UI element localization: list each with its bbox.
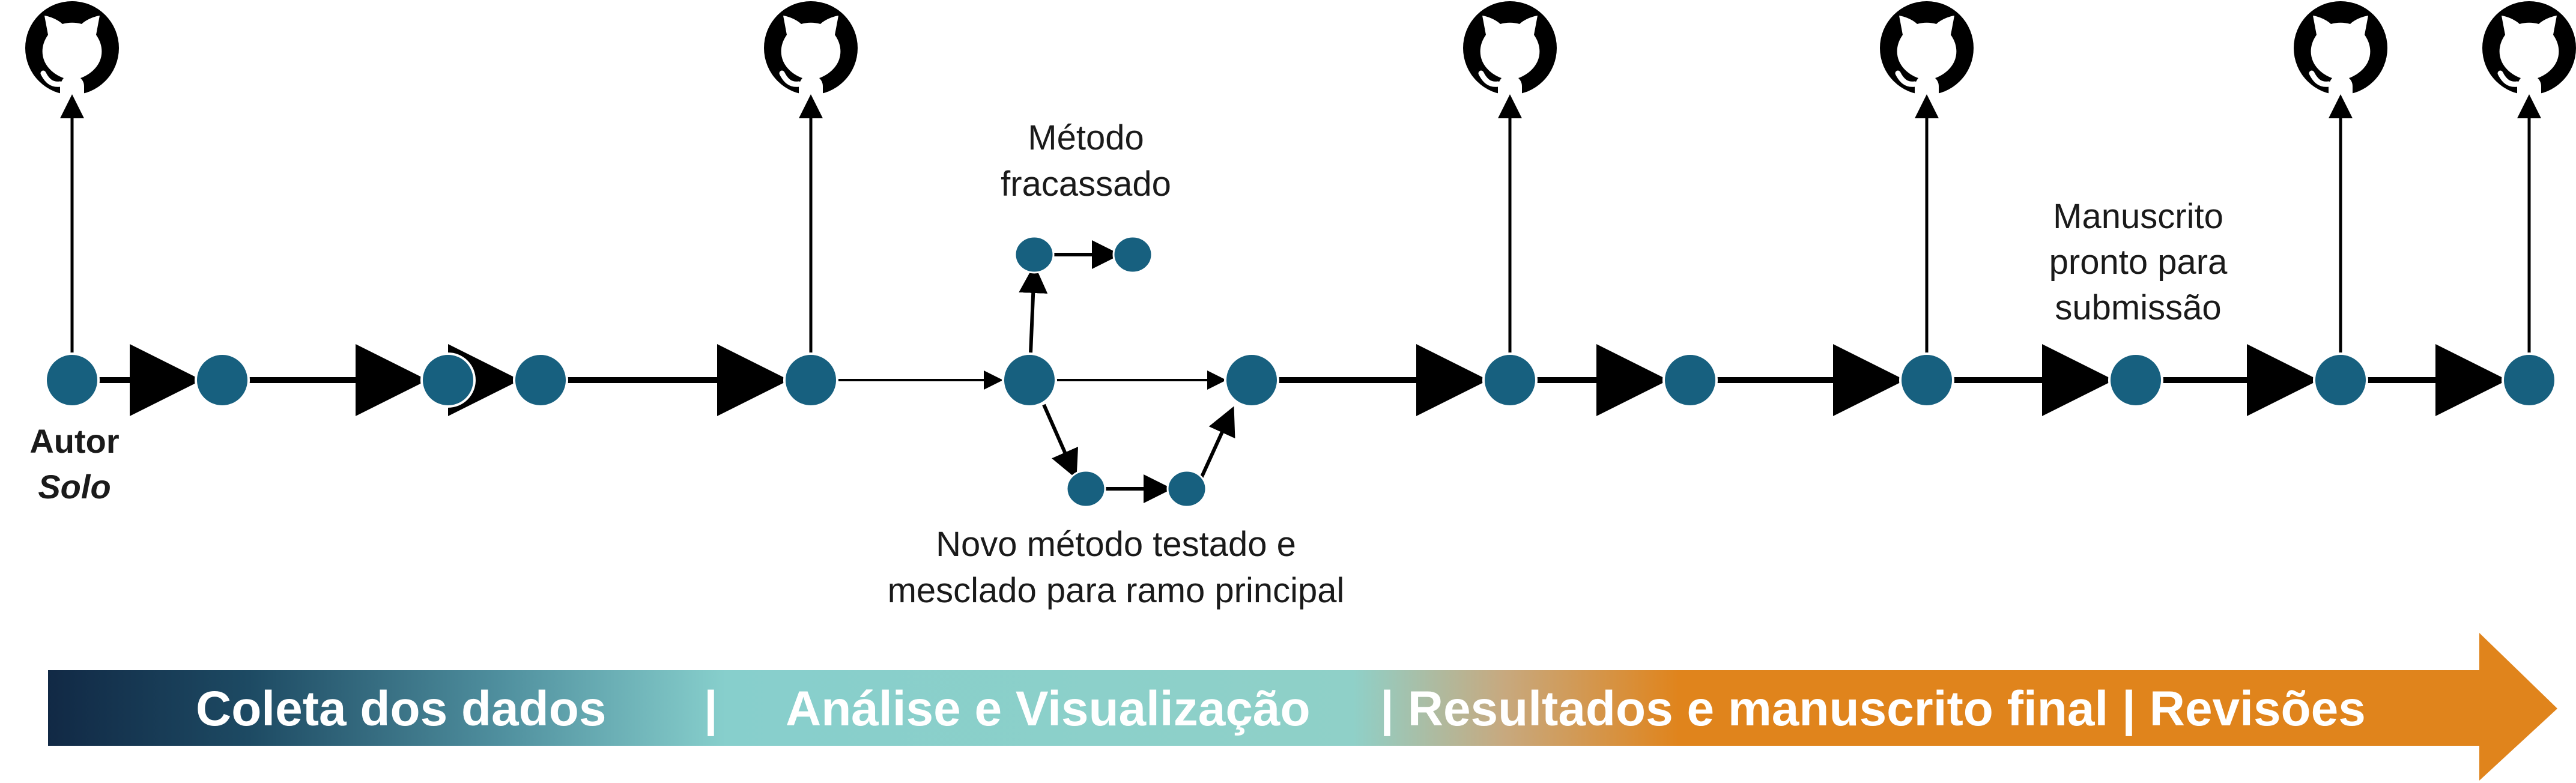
manuscript-label: pronto para xyxy=(2049,243,2228,282)
feature-branch-arrow xyxy=(1042,404,1079,479)
new-method-label: mesclado para ramo principal xyxy=(888,571,1345,610)
failed-method-label: Método xyxy=(1028,118,1144,157)
phase-label: | Resultados e manuscrito final | Revisõ… xyxy=(1380,682,2366,737)
github-icon xyxy=(2482,1,2576,95)
commit-node xyxy=(1002,352,1057,408)
phase-arrow xyxy=(48,633,2557,781)
github-icon xyxy=(764,1,858,95)
new-method-label: Novo método testado e xyxy=(936,525,1296,564)
commit-node xyxy=(44,352,100,408)
commit-node xyxy=(195,352,250,408)
author-label: Autor xyxy=(29,422,119,460)
branch-nodes xyxy=(1014,235,1207,508)
merge-arrow xyxy=(1199,406,1235,479)
phase-label: Análise e Visualização xyxy=(786,682,1311,736)
commit-nodes xyxy=(44,352,2557,408)
commit-node xyxy=(1662,352,1718,408)
github-icon xyxy=(1880,1,1974,95)
commit-node xyxy=(1224,352,1279,408)
branch-commit-node xyxy=(1166,470,1207,508)
commit-node xyxy=(2108,352,2163,408)
branch-commit-node xyxy=(1014,235,1055,274)
github-icon xyxy=(25,1,119,95)
branch-commit-node xyxy=(1112,235,1153,274)
manuscript-label: submissão xyxy=(2055,288,2221,327)
manuscript-label: Manuscrito xyxy=(2053,197,2223,236)
commit-node xyxy=(1899,352,1954,408)
phase-label: Coleta dos dados xyxy=(196,682,606,736)
commit-node xyxy=(1482,352,1538,408)
failed-branch-arrow xyxy=(1019,264,1048,354)
commit-node xyxy=(513,352,568,408)
phase-separator: | xyxy=(704,682,718,737)
phase-bar: Coleta dos dados | Análise e Visualizaçã… xyxy=(48,633,2557,781)
commit-node xyxy=(420,352,476,408)
side-branches xyxy=(1019,240,1235,503)
commit-node xyxy=(2502,352,2557,408)
commit-node xyxy=(783,352,838,408)
failed-method-label: fracassado xyxy=(1001,165,1171,204)
push-arrows xyxy=(60,94,2541,375)
github-icon xyxy=(2294,1,2387,95)
author-mode-label: Solo xyxy=(38,468,111,506)
github-icon xyxy=(1463,1,1557,95)
branch-commit-node xyxy=(1065,470,1106,508)
commit-node xyxy=(2313,352,2368,408)
